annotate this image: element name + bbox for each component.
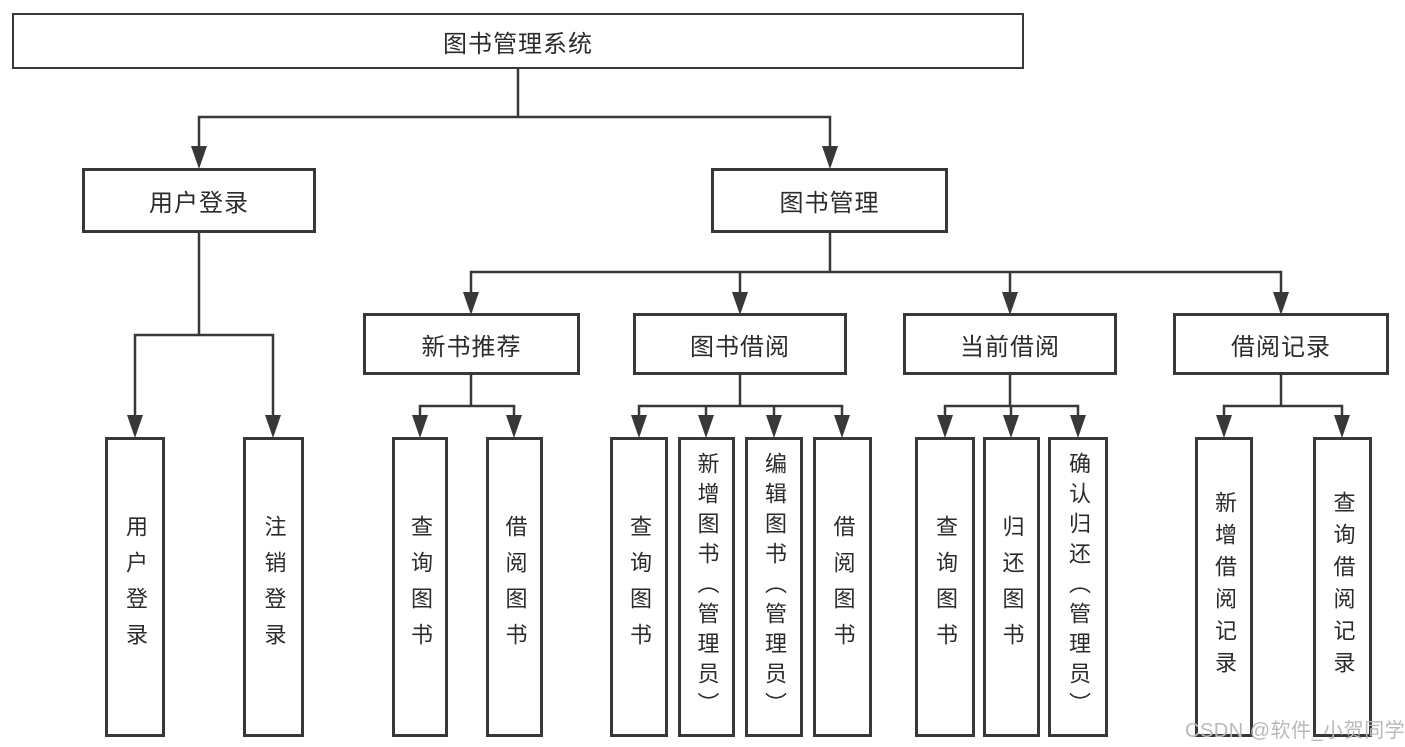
node-current-borrow: 当前借阅: [903, 313, 1117, 375]
csdn-watermark: CSDN @软件_小贺同学: [1185, 720, 1405, 742]
leaf-edit-book-admin: 编辑图书（管理员）: [745, 437, 803, 737]
leaf-logout-login-label: 注销登录: [261, 515, 287, 659]
leaf-confirm-return-admin-label: 确认归还（管理员）: [1066, 452, 1091, 722]
leaf-query-books-3: 查询图书: [915, 437, 975, 737]
leaf-return-books-label: 归还图书: [999, 515, 1025, 659]
leaf-add-book-admin: 新增图书（管理员）: [678, 437, 735, 737]
leaf-edit-book-admin-label: 编辑图书（管理员）: [762, 452, 787, 722]
node-borrow-records-label: 借阅记录: [1231, 333, 1331, 361]
node-new-book-recommend-label: 新书推荐: [421, 333, 522, 361]
leaf-query-borrow-record-label: 查询借阅记录: [1330, 491, 1356, 683]
leaf-borrow-books-2: 借阅图书: [813, 437, 872, 737]
leaf-query-books-3-label: 查询图书: [933, 515, 958, 659]
node-book-management: 图书管理: [711, 168, 948, 233]
node-user-login: 用户登录: [82, 168, 316, 233]
leaf-borrow-books-2-label: 借阅图书: [830, 515, 856, 659]
leaf-add-borrow-record-label: 新增借阅记录: [1212, 491, 1237, 683]
node-book-borrow: 图书借阅: [633, 313, 847, 375]
leaf-query-books-2: 查询图书: [610, 437, 668, 737]
node-book-management-label: 图书管理: [779, 190, 880, 217]
leaf-return-books: 归还图书: [983, 437, 1040, 737]
leaf-user-login: 用户登录: [105, 437, 165, 737]
leaf-query-books-2-label: 查询图书: [627, 515, 652, 659]
node-library-system-label: 图书管理系统: [443, 30, 593, 58]
leaf-query-books-1: 查询图书: [392, 437, 448, 737]
node-borrow-records: 借阅记录: [1173, 313, 1389, 375]
node-new-book-recommend: 新书推荐: [363, 313, 580, 375]
leaf-add-borrow-record: 新增借阅记录: [1195, 437, 1253, 737]
leaf-borrow-books-1: 借阅图书: [486, 437, 543, 737]
node-book-borrow-label: 图书借阅: [690, 333, 790, 361]
leaf-logout-login: 注销登录: [243, 437, 304, 737]
node-library-system: 图书管理系统: [12, 13, 1024, 69]
leaf-user-login-label: 用户登录: [123, 515, 148, 659]
node-current-borrow-label: 当前借阅: [960, 333, 1060, 361]
leaf-borrow-books-1-label: 借阅图书: [502, 515, 528, 659]
leaf-query-books-1-label: 查询图书: [408, 515, 433, 659]
arrowhead-icons: [127, 146, 1350, 438]
node-user-login-label: 用户登录: [149, 190, 249, 217]
leaf-query-borrow-record: 查询借阅记录: [1313, 437, 1372, 737]
leaf-confirm-return-admin: 确认归还（管理员）: [1048, 437, 1108, 737]
leaf-add-book-admin-label: 新增图书（管理员）: [694, 452, 720, 722]
